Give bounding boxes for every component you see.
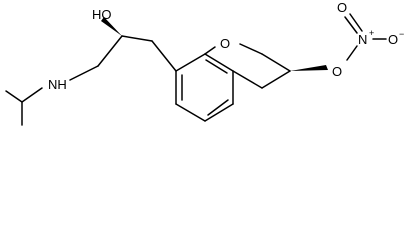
ring-oxygen-label: O — [220, 36, 230, 51]
aromatic-inner-bottom — [207, 99, 229, 116]
bond-isopropyl-methyl-left — [5, 90, 23, 103]
wedge-bond-nitrate — [290, 65, 328, 71]
bond-ring-o-to-c2 — [239, 43, 263, 55]
molecule-canvas: HO O NH O N + O O − — [5, 0, 404, 126]
nitro-oxygen-single-label: O — [388, 32, 398, 47]
bond-n-to-o-double-a — [344, 16, 358, 34]
bond-ar-c6-c7 — [175, 103, 206, 122]
aromatic-inner-top — [205, 59, 228, 74]
bond-stereocenter-to-ch2 — [121, 35, 153, 42]
bond-ch2-to-stereocenter — [97, 35, 123, 67]
nitro-oxygen-double-label: O — [337, 0, 347, 15]
nitrogen-plus-charge: + — [369, 28, 374, 38]
hydroxyl-label: HO — [92, 7, 112, 22]
bond-o-to-n — [346, 45, 358, 61]
ester-oxygen-label: O — [332, 64, 342, 79]
oxygen-minus-charge: − — [399, 29, 404, 39]
nitro-nitrogen-label: N — [358, 32, 367, 47]
bonds — [5, 13, 387, 126]
bond-nh-to-ch2 — [69, 65, 99, 81]
structure-diagram: HO O NH O N + O O − — [5, 0, 404, 126]
bond-c3-to-c4 — [261, 70, 291, 89]
bond-ar-c8a-c4a — [204, 53, 234, 72]
bond-c2-to-c3 — [261, 53, 291, 72]
bond-ch2-to-aromatic — [151, 40, 177, 72]
bond-isopropyl-to-nh — [21, 87, 43, 103]
bond-ar-c5-c6 — [204, 103, 234, 122]
bond-n-to-o-double-b — [349, 13, 363, 32]
wedge-bond-hydroxyl — [101, 17, 122, 36]
atom-labels: HO O NH O N + O O − — [48, 0, 404, 92]
amine-label: NH — [48, 77, 67, 92]
bond-ar-c8-c8a — [175, 53, 206, 72]
bond-c4-to-c4a — [232, 70, 263, 89]
bond-c8a-to-ring-o — [204, 46, 216, 55]
